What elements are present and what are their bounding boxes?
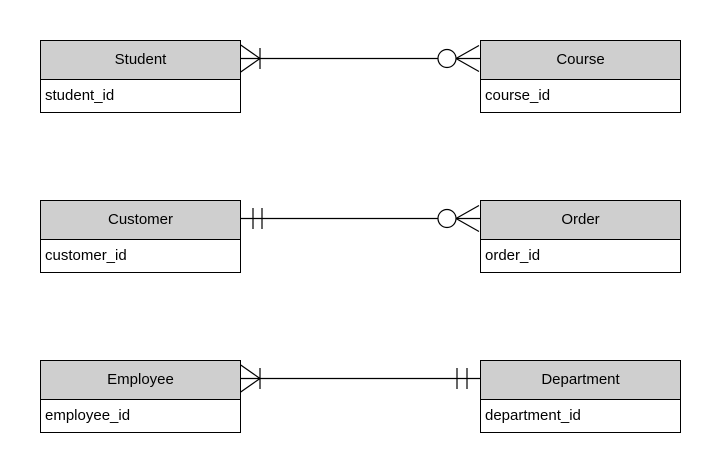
entity-title: Employee <box>41 361 240 400</box>
relationship-customer-order <box>240 204 480 233</box>
relationship-student-course <box>239 44 480 73</box>
entity-title: Department <box>481 361 680 400</box>
entity-department: Department department_id <box>480 360 681 433</box>
entity-attribute: employee_id <box>41 400 240 432</box>
crow-foot-one-or-many-icon <box>239 364 261 393</box>
entity-student: Student student_id <box>40 40 241 113</box>
entity-order: Order order_id <box>480 200 681 273</box>
entity-title: Customer <box>41 201 240 240</box>
zero-or-many-icon <box>437 44 480 73</box>
crow-foot-one-or-many-icon <box>239 44 261 73</box>
entity-title: Order <box>481 201 680 240</box>
entity-title: Student <box>41 41 240 80</box>
entity-employee: Employee employee_id <box>40 360 241 433</box>
entity-attribute: course_id <box>481 80 680 112</box>
one-and-only-one-icon <box>252 208 263 229</box>
entity-course: Course course_id <box>480 40 681 113</box>
entity-attribute: customer_id <box>41 240 240 272</box>
entity-attribute: department_id <box>481 400 680 432</box>
relationship-employee-department <box>239 364 480 393</box>
zero-or-many-icon <box>437 204 480 233</box>
entity-attribute: order_id <box>481 240 680 272</box>
entity-customer: Customer customer_id <box>40 200 241 273</box>
entity-title: Course <box>481 41 680 80</box>
entity-attribute: student_id <box>41 80 240 112</box>
one-and-only-one-icon <box>456 368 468 389</box>
